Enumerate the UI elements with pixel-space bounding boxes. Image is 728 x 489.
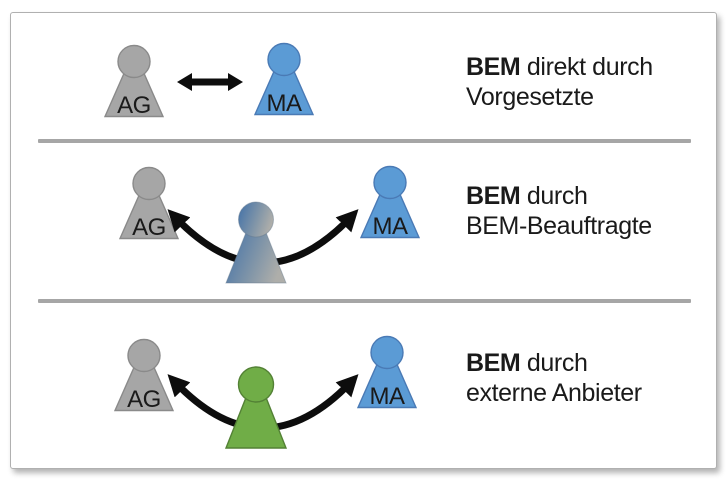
employer-label: AG — [132, 214, 166, 241]
double-arrow-icon — [177, 73, 243, 91]
employee-label: MA — [369, 383, 406, 410]
person-icon-mediator-external — [223, 365, 289, 450]
person-icon-employer: AG — [103, 44, 165, 118]
caption-line2: externe Anbieter — [466, 379, 642, 407]
caption-line2: BEM-Beauftragte — [466, 212, 652, 240]
person-icon-employer: AG — [113, 338, 175, 412]
employee-label: MA — [266, 90, 303, 117]
row-caption-external: BEM durch externe Anbieter — [466, 348, 701, 408]
employer-label: AG — [127, 386, 161, 413]
person-icon-employee: MA — [253, 42, 315, 116]
employer-label: AG — [117, 92, 151, 119]
row-caption-internal: BEM durch BEM-Beauftragte — [466, 181, 701, 241]
person-icon-employee: MA — [356, 335, 418, 409]
caption-line1: BEM durch — [466, 349, 588, 377]
row-divider — [38, 299, 691, 303]
row-caption-direct: BEM direkt durch Vorgesetzte — [466, 52, 701, 112]
caption-line1: BEM durch — [466, 182, 588, 210]
employee-label: MA — [372, 213, 409, 240]
caption-line2: Vorgesetzte — [466, 83, 594, 111]
person-icon-employer: AG — [118, 166, 180, 240]
caption-line1: BEM direkt durch — [466, 53, 653, 81]
diagram-card: AG MA BEM direkt durch Vorgesetzte AG — [10, 12, 717, 469]
person-icon-mediator-internal — [223, 200, 289, 285]
person-icon-employee: MA — [359, 165, 421, 239]
row-divider — [38, 139, 691, 143]
